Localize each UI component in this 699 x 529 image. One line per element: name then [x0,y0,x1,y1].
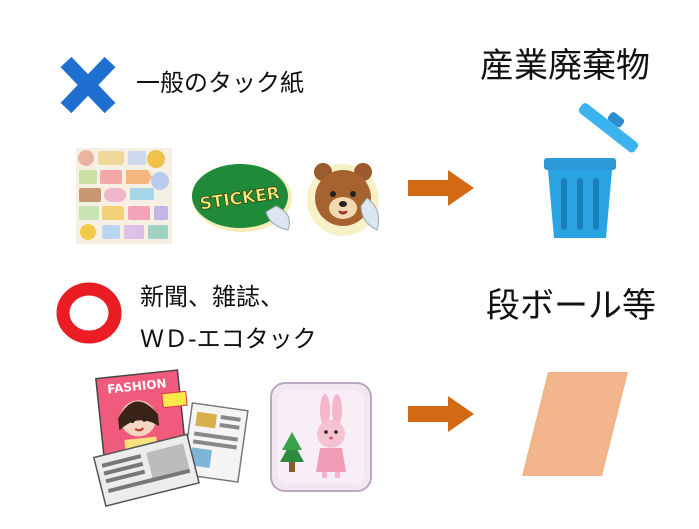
non-recyclable-label: 一般のタック紙 [136,69,304,97]
recyclable-label-line2: ＷＤ-エコタック [140,325,317,353]
magazine-title: FASHION [107,376,168,396]
industrial-waste-label: 産業廃棄物 [480,46,650,86]
recyclable-label-line1: 新聞、雑誌、 [140,283,284,311]
cardboard-label: 段ボール等 [486,286,656,326]
sticker-oval-illustration: STICKER [190,160,306,236]
cardboard-icon [522,372,632,476]
trash-can-icon [538,103,639,244]
bear-sticker-illustration [303,158,385,238]
arrow-right-icon [408,170,474,206]
circle-mark-icon [56,282,122,344]
arrow-right-icon [408,396,474,432]
magazine-newspaper-illustration: FASHION [92,366,252,507]
rabbit-sticker-illustration [270,382,372,492]
cross-mark-icon [58,54,118,116]
sticker-sheet-illustration [76,148,172,244]
